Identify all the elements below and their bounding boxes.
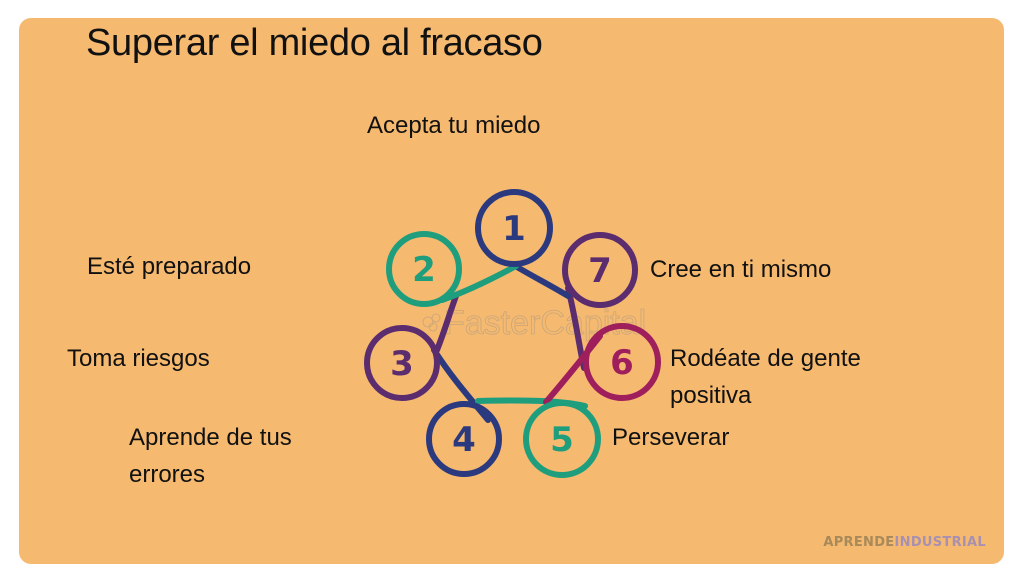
watermark-text: FasterCapital [444,304,646,342]
loop-2-ring [386,231,462,307]
step-6-label: Rodéate de gente positiva [670,340,861,414]
brand-part1: APRENDE [823,535,895,550]
slide-card [19,18,1004,564]
loop-1-tail [509,261,571,299]
step-4-number: 4 [452,420,476,460]
loop-4-ring [426,401,502,477]
step-6-label-line2: positiva [670,382,752,409]
step-6-label-line1: Rodéate de gente [670,345,861,372]
loop-3-tail [434,293,459,353]
step-4-label-line2: errores [129,461,206,488]
step-7-number: 7 [588,251,612,291]
watermark: FasterCapital [422,304,647,342]
step-1-number: 1 [502,209,526,249]
watermark-logo-icon [422,313,441,332]
step-5-number: 5 [550,420,574,460]
loop-7-ring [562,232,638,308]
step-2-label: Esté preparado [87,253,252,280]
loop-3-ring [364,325,440,401]
brand-part2: INDUSTRIAL [894,535,986,550]
loop-6-ring [583,323,661,401]
step-7-label: Cree en ti mismo [650,256,832,283]
step-3-label: Toma riesgos [67,345,210,372]
step-4-label: Aprende de tus errores [129,419,292,493]
step-1-label: Acepta tu miedo [367,112,541,139]
step-3-number: 3 [390,344,414,384]
brand-logo: APRENDEINDUSTRIAL [823,535,986,550]
step-4-label-line1: Aprende de tus [129,424,292,451]
step-6-number: 6 [610,343,634,383]
loop-1-ring [475,189,553,267]
loop-5-ring [523,400,601,478]
slide-title: Superar el miedo al fracaso [86,22,543,64]
step-2-number: 2 [412,250,436,290]
step-5-label: Perseverar [612,424,730,451]
